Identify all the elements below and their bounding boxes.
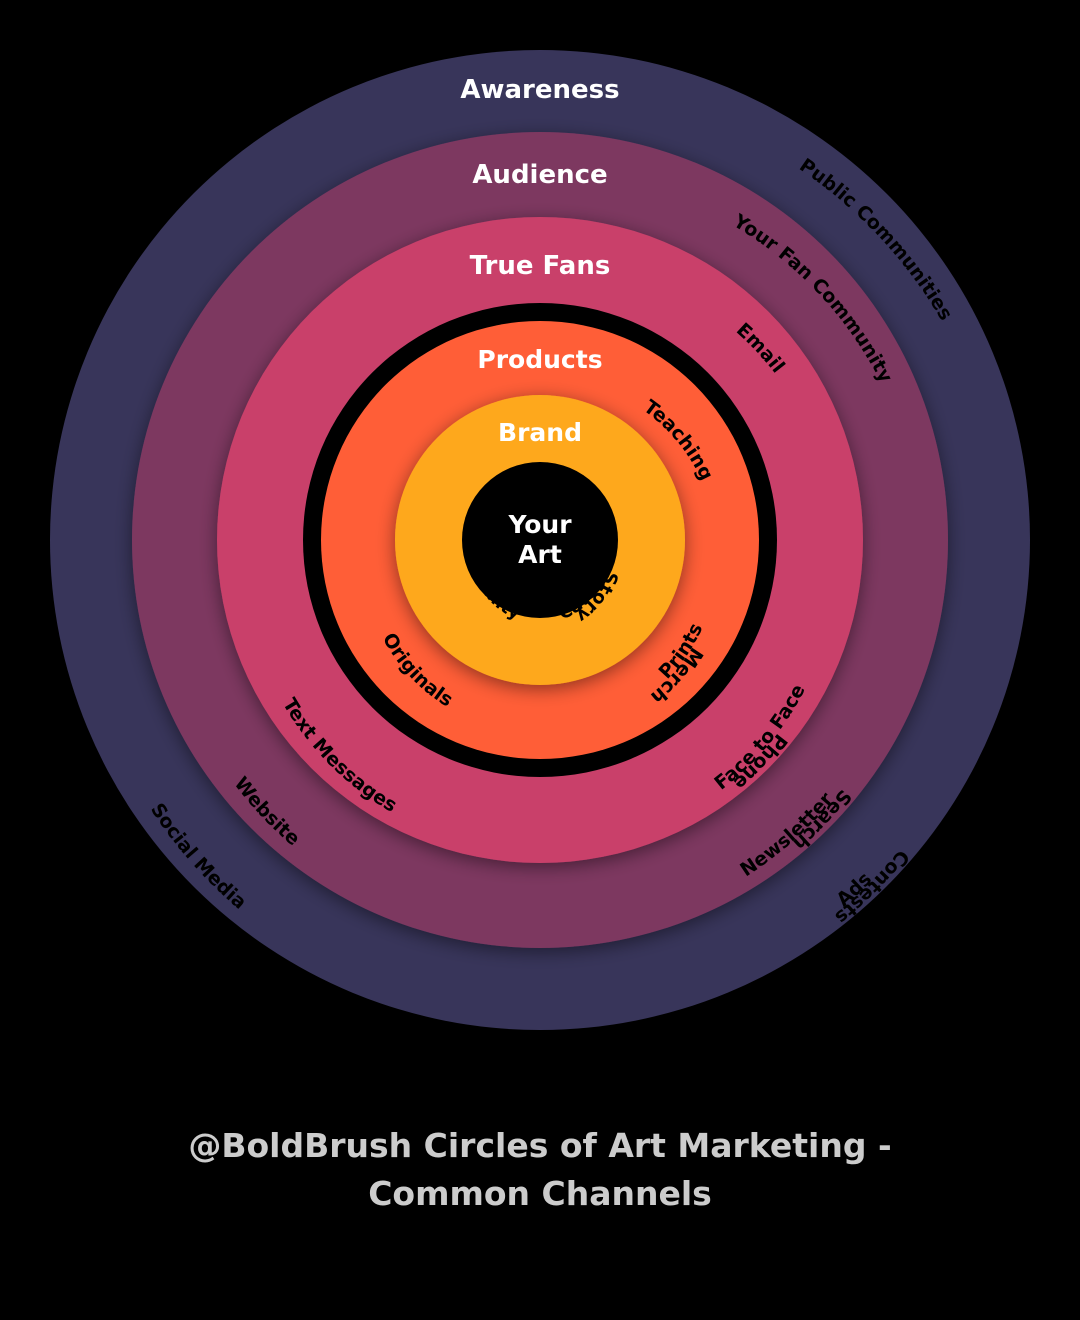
awareness-title: Awareness [460,75,619,105]
true-fans-title: True Fans [470,251,611,281]
brand-title: Brand [498,418,582,447]
center-circle [462,462,618,618]
products-title: Products [477,345,602,374]
caption-line1: @BoldBrush Circles of Art Marketing - [188,1126,892,1165]
audience-title: Audience [472,160,607,190]
center-label-line2: Art [518,540,562,569]
caption-line2: Common Channels [368,1174,712,1213]
center-label-line1: Your [507,510,572,539]
caption: @BoldBrush Circles of Art Marketing - Co… [60,1122,1020,1218]
